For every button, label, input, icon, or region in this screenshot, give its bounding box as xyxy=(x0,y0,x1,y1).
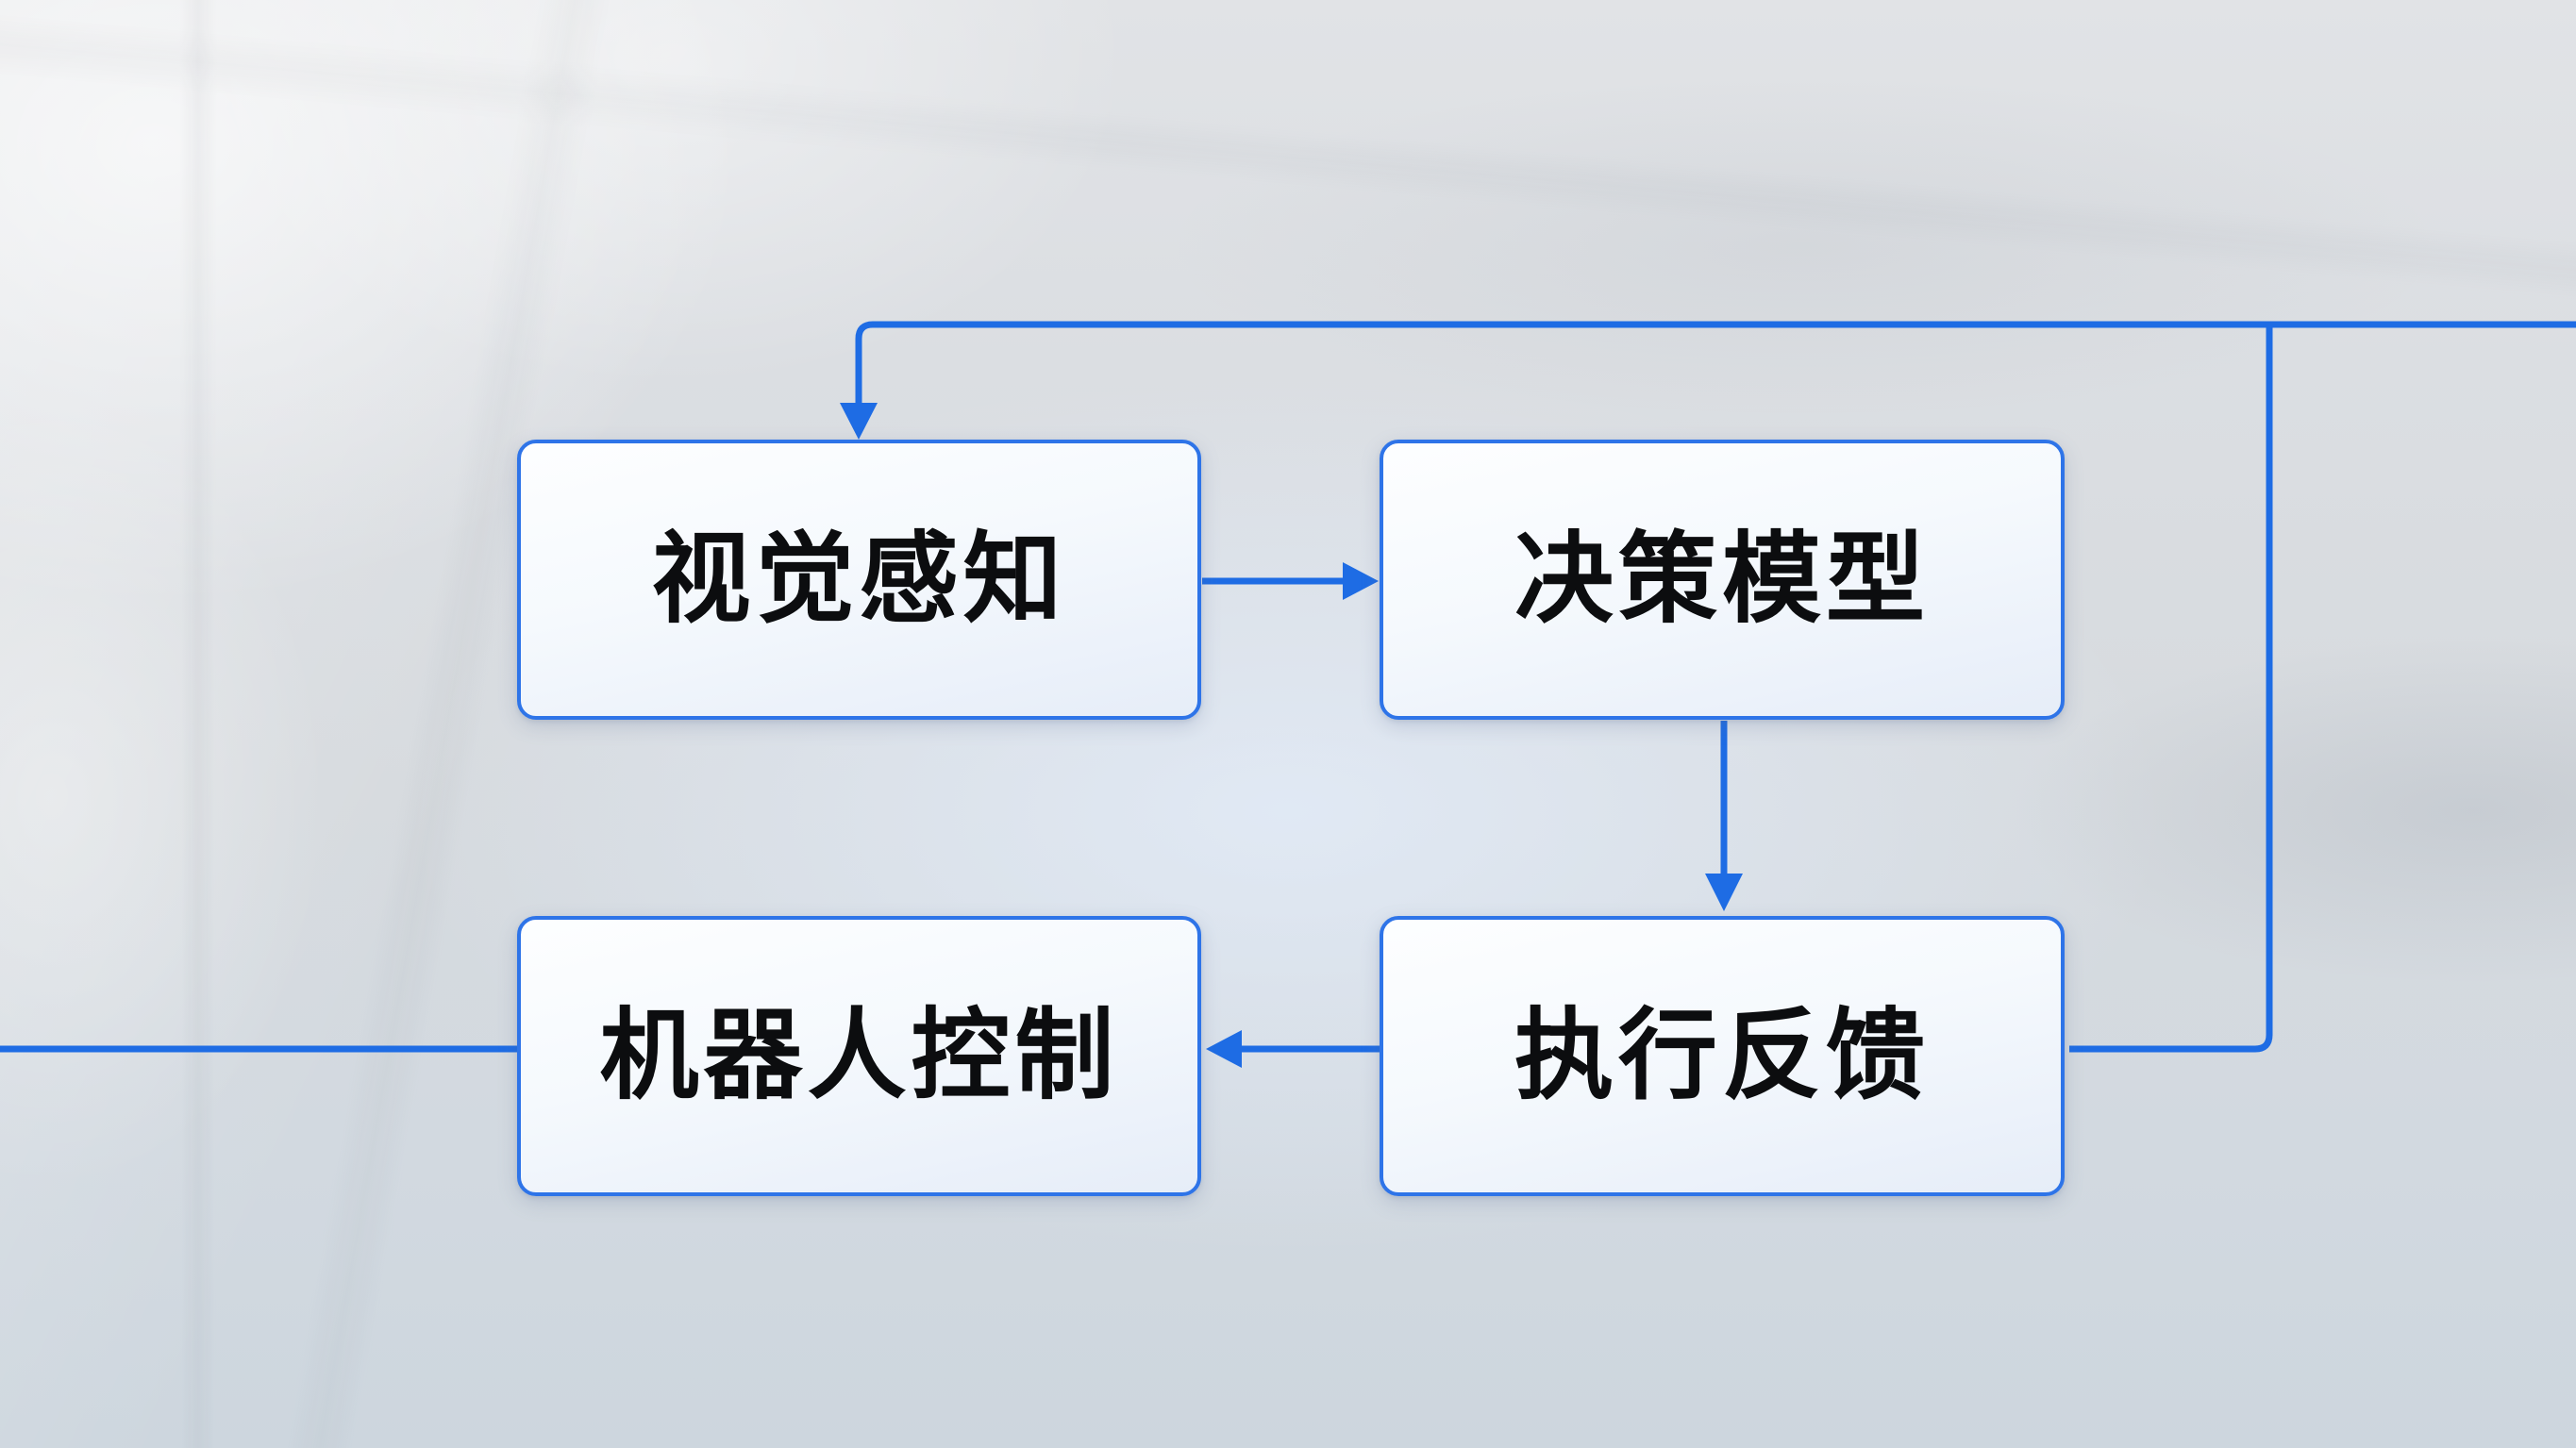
edge-feedback-riser-line xyxy=(2069,325,2273,1053)
arrowhead-into-visual-perception xyxy=(840,403,878,440)
node-robot-control: 机器人控制 xyxy=(517,916,1201,1196)
node-execution-feedback-label: 执行反馈 xyxy=(1514,1001,1930,1111)
arrowhead-into-robot-control xyxy=(1206,1030,1242,1068)
node-execution-feedback: 执行反馈 xyxy=(1380,916,2065,1196)
edge-feedback-top-line xyxy=(855,321,2576,405)
node-decision-model-label: 决策模型 xyxy=(1514,524,1930,635)
node-visual-perception: 视觉感知 xyxy=(517,440,1201,720)
arrowhead-into-execution-feedback xyxy=(1705,874,1743,911)
node-decision-model: 决策模型 xyxy=(1380,440,2065,720)
arrowhead-into-decision-model xyxy=(1343,562,1379,600)
node-visual-perception-label: 视觉感知 xyxy=(651,524,1067,635)
node-robot-control-label: 机器人控制 xyxy=(599,1001,1119,1111)
